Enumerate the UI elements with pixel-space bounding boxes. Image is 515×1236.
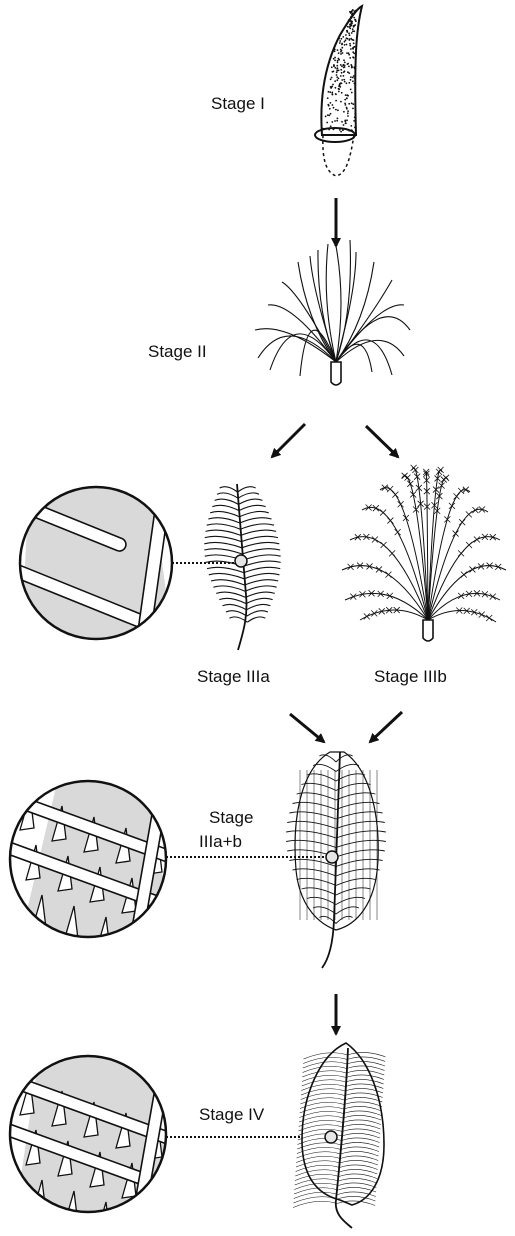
stage2-tuft	[255, 240, 410, 376]
stage1-tube	[315, 6, 362, 176]
stage2-label: Stage II	[148, 342, 207, 362]
zoom-circle-stage4	[0, 1050, 185, 1236]
stage3b-tuft	[342, 465, 506, 622]
stage3b-label: Stage IIIb	[374, 667, 447, 687]
arrow-down-right-icon	[366, 426, 398, 457]
zoom-circle-stage3a	[0, 470, 200, 670]
stage4-label: Stage IV	[199, 1105, 264, 1125]
sample-point-marker	[325, 1131, 337, 1143]
stage3a-label: Stage IIIa	[197, 667, 270, 687]
sample-point-marker	[235, 555, 247, 567]
stage1-label: Stage I	[211, 94, 265, 114]
stage3ab-label-line1: Stage	[209, 808, 253, 828]
zoom-circle-stage3ab	[0, 770, 185, 974]
arrow-down-left-icon	[370, 712, 402, 742]
stage3ab-label-line2: IIIa+b	[199, 832, 242, 852]
stage4-feather	[293, 1043, 385, 1228]
sample-point-marker	[326, 851, 338, 863]
arrow-down-right-icon	[290, 714, 324, 742]
arrow-down-left-icon	[272, 424, 305, 457]
